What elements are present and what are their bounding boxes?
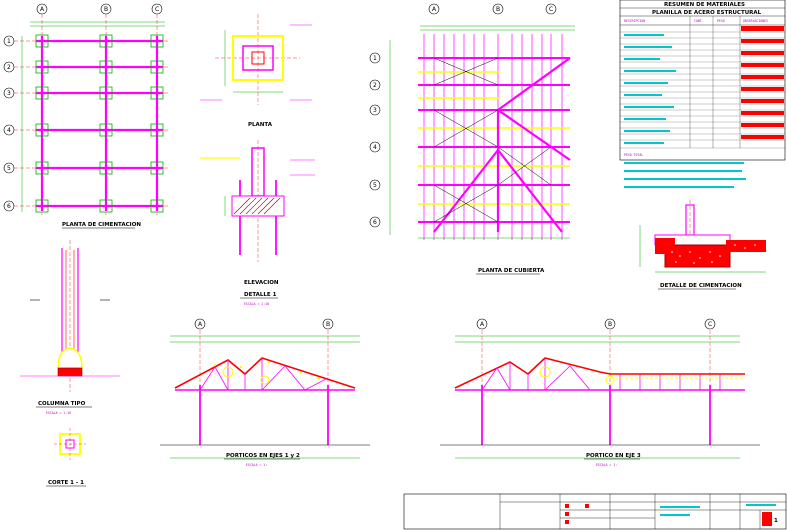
detail1-title: DETALLE 1 [244, 292, 277, 298]
column-type: COLUMNA TIPO ESCALA = 1:10 [20, 240, 120, 415]
frames-1-2: A B PORTICOS EN EJES 1 y 2 [160, 318, 370, 467]
table-header: OBSERVACIONES [743, 19, 768, 23]
axis-label: 1 [373, 55, 377, 62]
elevation-title: ELEVACION [244, 280, 279, 286]
axis-label: A [432, 6, 437, 13]
axis-label: 6 [7, 203, 11, 210]
axis-label: C [155, 6, 159, 13]
sheet-number: 1 [774, 518, 778, 524]
axis-label: 5 [373, 182, 377, 189]
foundation-row-axes: 1 2 3 4 5 6 [3, 35, 15, 212]
frame3-scale: ESCALA = 1: [596, 463, 617, 467]
materials-table-subtitle: PLANILLA DE ACERO ESTRUCTURAL [652, 10, 762, 16]
column-type-scale: ESCALA = 1:10 [46, 411, 71, 415]
frame3-title: PORTICO EN EJE 3 [586, 453, 641, 459]
foundation-plan: A B C 1 2 3 4 5 6 [3, 3, 170, 229]
axis-label: 1 [7, 38, 11, 45]
foundation-plan-title: PLANTA DE CIMENTACION [62, 222, 141, 228]
materials-table: RESUMEN DE MATERIALES PLANILLA DE ACERO … [619, 0, 786, 188]
roof-col-axes: A B C [428, 3, 557, 15]
axis-label: 5 [7, 165, 11, 172]
axis-label: B [104, 6, 108, 13]
axis-label: 6 [373, 219, 377, 226]
table-header: DESCRIPCION [624, 19, 645, 23]
foundation-col-axes: A B C [36, 3, 163, 15]
cut-title: CORTE 1 - 1 [48, 480, 84, 486]
axis-label: B [608, 321, 612, 328]
axis-label: C [708, 321, 712, 328]
materials-table-title: RESUMEN DE MATERIALES [664, 2, 745, 8]
axis-label: A [480, 321, 485, 328]
table-footer: PESO TOTAL [624, 153, 643, 157]
axis-label: 3 [373, 107, 377, 114]
axis-label: A [40, 6, 45, 13]
axis-label: C [549, 6, 553, 13]
axis-label: 2 [7, 64, 11, 71]
axis-label: B [326, 321, 330, 328]
elevation-detail: ELEVACION DETALLE 1 ESCALA = 1:10 [200, 140, 315, 306]
roof-plan-title: PLANTA DE CUBIERTA [478, 268, 545, 274]
foundation-detail: DETALLE DE CIMENTACION [639, 200, 766, 290]
table-header: PESO [717, 19, 725, 23]
axis-label: B [496, 6, 500, 13]
detail1-scale: ESCALA = 1:10 [244, 302, 269, 306]
frames12-title: PORTICOS EN EJES 1 y 2 [226, 453, 300, 459]
axis-label: 4 [7, 127, 11, 134]
roof-plan: A B C 1 2 3 4 5 6 [369, 3, 575, 275]
column-plan: PLANTA [200, 14, 312, 128]
column-type-title: COLUMNA TIPO [38, 401, 86, 407]
table-header: CANT. [694, 19, 704, 23]
roof-row-axes: 1 2 3 4 5 6 [369, 52, 381, 228]
frames12-scale: ESCALA = 1: [246, 463, 267, 467]
cut-1-1: CORTE 1 - 1 [46, 428, 86, 487]
table-rows [620, 31, 785, 149]
frame-3: A B C P [440, 318, 760, 467]
title-block: 1 [403, 493, 787, 530]
axis-label: 2 [373, 82, 377, 89]
axis-label: 3 [7, 90, 11, 97]
column-plan-title: PLANTA [248, 122, 273, 128]
axis-label: A [198, 321, 203, 328]
axis-label: 4 [373, 144, 377, 151]
foundation-detail-title: DETALLE DE CIMENTACION [660, 283, 742, 289]
